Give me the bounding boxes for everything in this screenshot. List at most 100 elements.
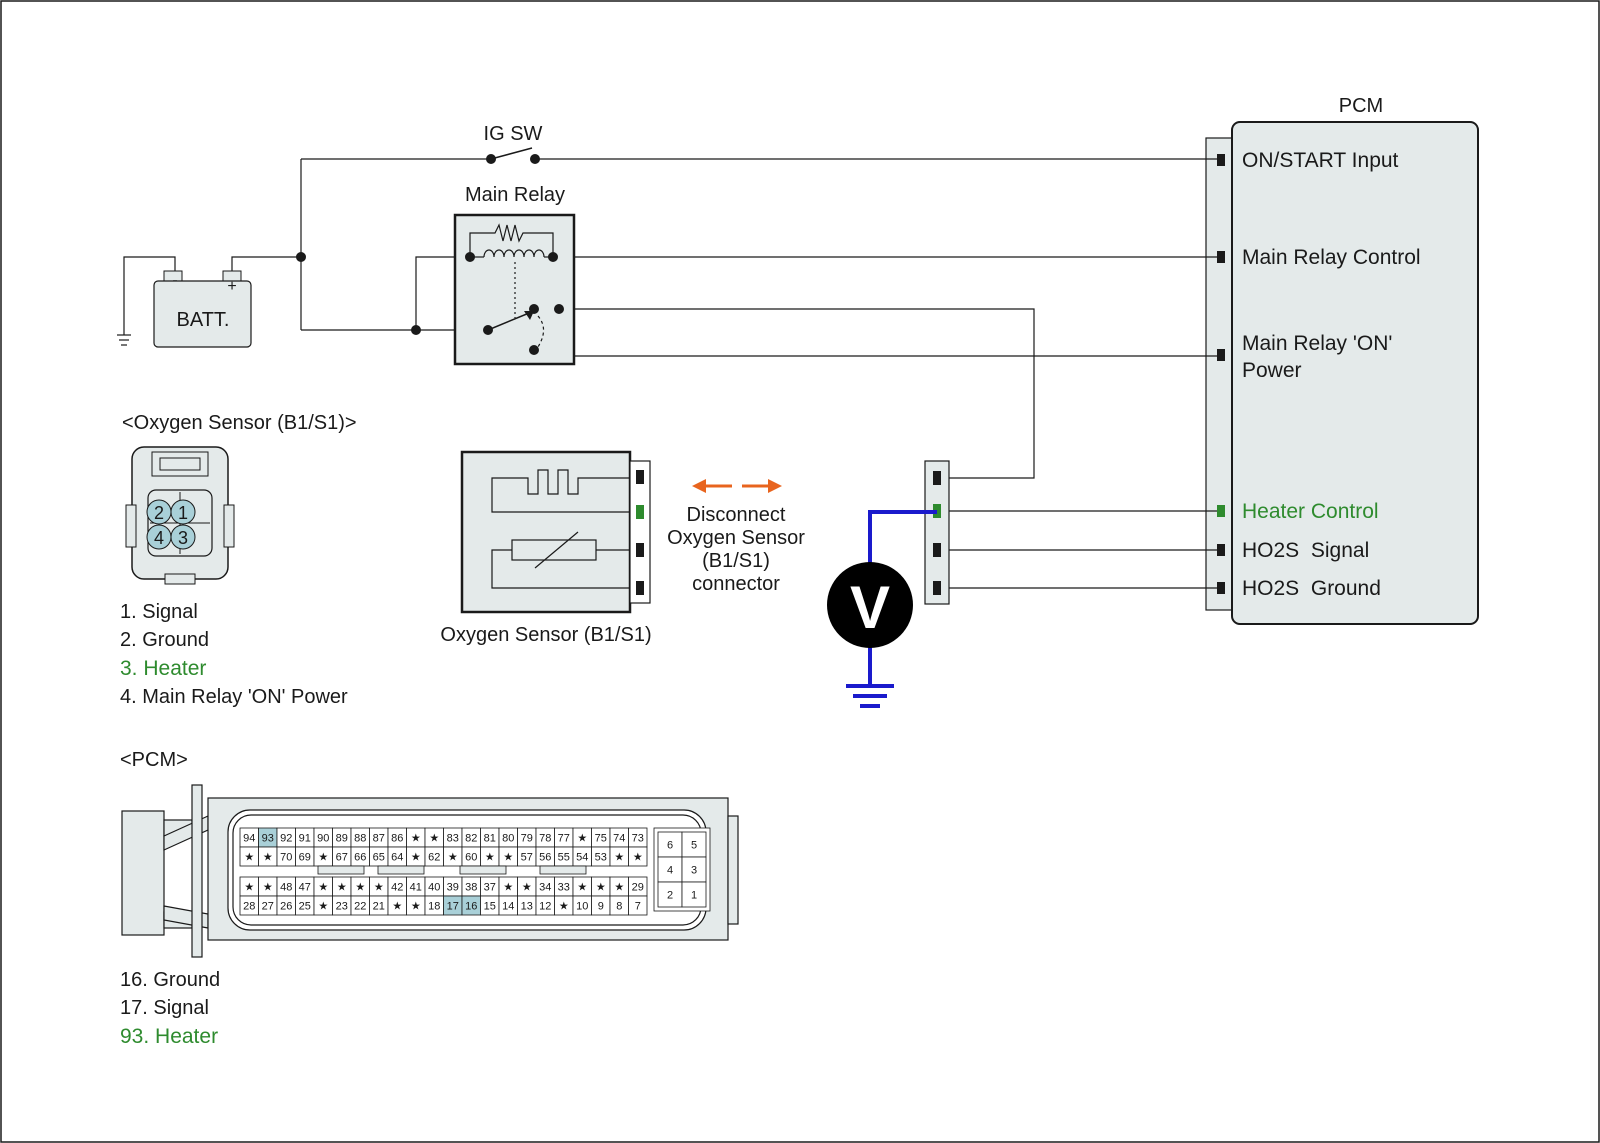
pcm-aux-pin-label: 1: [691, 890, 697, 902]
pcm-pin-label: 41: [410, 882, 422, 894]
pcm-pin-label: 77: [558, 833, 570, 845]
pcm-pin-label: ★: [263, 852, 273, 864]
pcm-key-tab: [317, 865, 365, 875]
pcm-pin-label: ★: [374, 882, 384, 894]
wire-batt-negative: [123, 256, 176, 335]
pcm-pin-label: 93: [262, 833, 274, 845]
pcm-pin-label: 83: [447, 833, 459, 845]
pcm-connector-strip: [1205, 137, 1235, 611]
pcm-pin-label: 62: [428, 852, 440, 864]
pcm-pin-label: ★: [318, 901, 328, 913]
pcm-pin-label: ★: [596, 882, 606, 894]
pcm-pin-label: ★: [614, 852, 624, 864]
pcm-pin-label: ★: [337, 882, 347, 894]
pcm-aux-pin-label: 5: [691, 840, 697, 852]
pcm-pin-label: 23: [336, 901, 348, 913]
pin-label-ho2s-signal: HO2S Signal: [1242, 539, 1369, 562]
pcm-aux-pin-cell: [681, 881, 707, 908]
pcm-pin-label: 7: [635, 901, 641, 913]
o2-connector-title: <Oxygen Sensor (B1/S1)>: [122, 412, 357, 434]
pcm-pin-label: 37: [484, 882, 496, 894]
oxygen-sensor-caption: Oxygen Sensor (B1/S1): [440, 624, 651, 646]
disconnect-text-3: (B1/S1): [702, 550, 770, 572]
pcm-pin-label: ★: [411, 901, 421, 913]
terminal-heater-control: [1217, 505, 1225, 517]
wires: [123, 158, 1217, 589]
pcm-pin-label: 14: [502, 901, 514, 913]
pcm-pin-label: 38: [465, 882, 477, 894]
pin-label-main-relay-control: Main Relay Control: [1242, 246, 1421, 269]
pcm-pin-label: 86: [391, 833, 403, 845]
pcm-pin-label: 8: [616, 901, 622, 913]
pcm-pin-label: 67: [336, 852, 348, 864]
disconnect-text-2: Oxygen Sensor: [667, 527, 805, 549]
pcm-pin-label: 33: [558, 882, 570, 894]
pcm-legend-2: 17. Signal: [120, 997, 209, 1019]
o2-legend-4: 4. Main Relay 'ON' Power: [120, 686, 348, 708]
pcm-pin-label: 92: [280, 833, 292, 845]
batt-plus-label: +: [227, 278, 236, 295]
pin-label-heater-control: Heater Control: [1242, 500, 1379, 523]
pcm-title: PCM: [1339, 95, 1383, 117]
pin-label-ho2s-ground: HO2S Ground: [1242, 577, 1381, 600]
pcm-aux-pin-cell: [657, 856, 683, 883]
probe-wire-positive: [868, 510, 937, 566]
pcm-legend-3: 93. Heater: [120, 1025, 218, 1048]
batt-minus-label: -: [172, 272, 177, 289]
pcm-aux-pin-label: 4: [667, 865, 673, 877]
pcm-pin-label: ★: [522, 882, 532, 894]
pcm-pin-label: 94: [243, 833, 255, 845]
pcm-pin-label: 73: [632, 833, 644, 845]
pcm-pin-label: 48: [280, 882, 292, 894]
pcm-pin-label: 54: [576, 852, 588, 864]
relay-arrow: [524, 311, 534, 320]
pcm-pin-label: 21: [373, 901, 385, 913]
pcm-pin-label: 40: [428, 882, 440, 894]
pcm-pin-label: 29: [632, 882, 644, 894]
pcm-key-tab: [539, 865, 587, 875]
pcm-key-tab: [459, 865, 507, 875]
batt-label: BATT.: [177, 309, 230, 331]
ground-symbol-batt: [117, 334, 131, 346]
pcm-connector-housing: [121, 784, 739, 958]
pcm-pin-label: 69: [299, 852, 311, 864]
pcm-pin-label: ★: [263, 882, 273, 894]
pcm-pin-label: ★: [244, 882, 254, 894]
pcm-pin-label: 9: [598, 901, 604, 913]
pcm-legend-1: 16. Ground: [120, 969, 220, 991]
pcm-pin-label: ★: [577, 882, 587, 894]
pcm-pin-label: ★: [614, 882, 624, 894]
wire-coil-feed: [415, 256, 470, 330]
pcm-pin-label: 55: [558, 852, 570, 864]
pin-label-main-relay-power-1: Main Relay 'ON': [1242, 332, 1392, 355]
o2-pin-2-label: 2: [154, 503, 164, 523]
pcm-pin-label: 16: [465, 901, 477, 913]
pcm-pin-label: 88: [354, 833, 366, 845]
pcm-pin-label: 60: [465, 852, 477, 864]
pcm-pin-cell: [628, 846, 648, 867]
pcm-pin-label: ★: [485, 852, 495, 864]
pcm-pin-cell: [628, 895, 648, 916]
terminal-main-relay-control: [1217, 251, 1225, 263]
o2-pin-1-label: 1: [178, 503, 188, 523]
pcm-pin-label: 22: [354, 901, 366, 913]
voltmeter: [827, 562, 913, 648]
pcm-pin-label: ★: [429, 833, 439, 845]
pcm-pin-label: 18: [428, 901, 440, 913]
o2-pin-3-label: 3: [178, 528, 188, 548]
pcm-pin-label: 80: [502, 833, 514, 845]
pcm-pin-label: 26: [280, 901, 292, 913]
ig-sw-contact-a: [486, 154, 496, 164]
relay-nodes: [296, 252, 564, 355]
pcm-pin-label: 65: [373, 852, 385, 864]
pcm-connector-title: <PCM>: [120, 749, 188, 771]
o2-legend: 1. Signal 2. Ground 3. Heater 4. Main Re…: [120, 601, 348, 708]
pin-label-on-start: ON/START Input: [1242, 149, 1399, 172]
pcm-pin-label: 12: [539, 901, 551, 913]
pcm-aux-pin-label: 6: [667, 840, 673, 852]
disconnect-text-4: connector: [692, 573, 780, 595]
pcm-pin-label: 10: [576, 901, 588, 913]
pcm-pin-label: 87: [373, 833, 385, 845]
wire-relay-out-sensor: [559, 308, 1035, 479]
